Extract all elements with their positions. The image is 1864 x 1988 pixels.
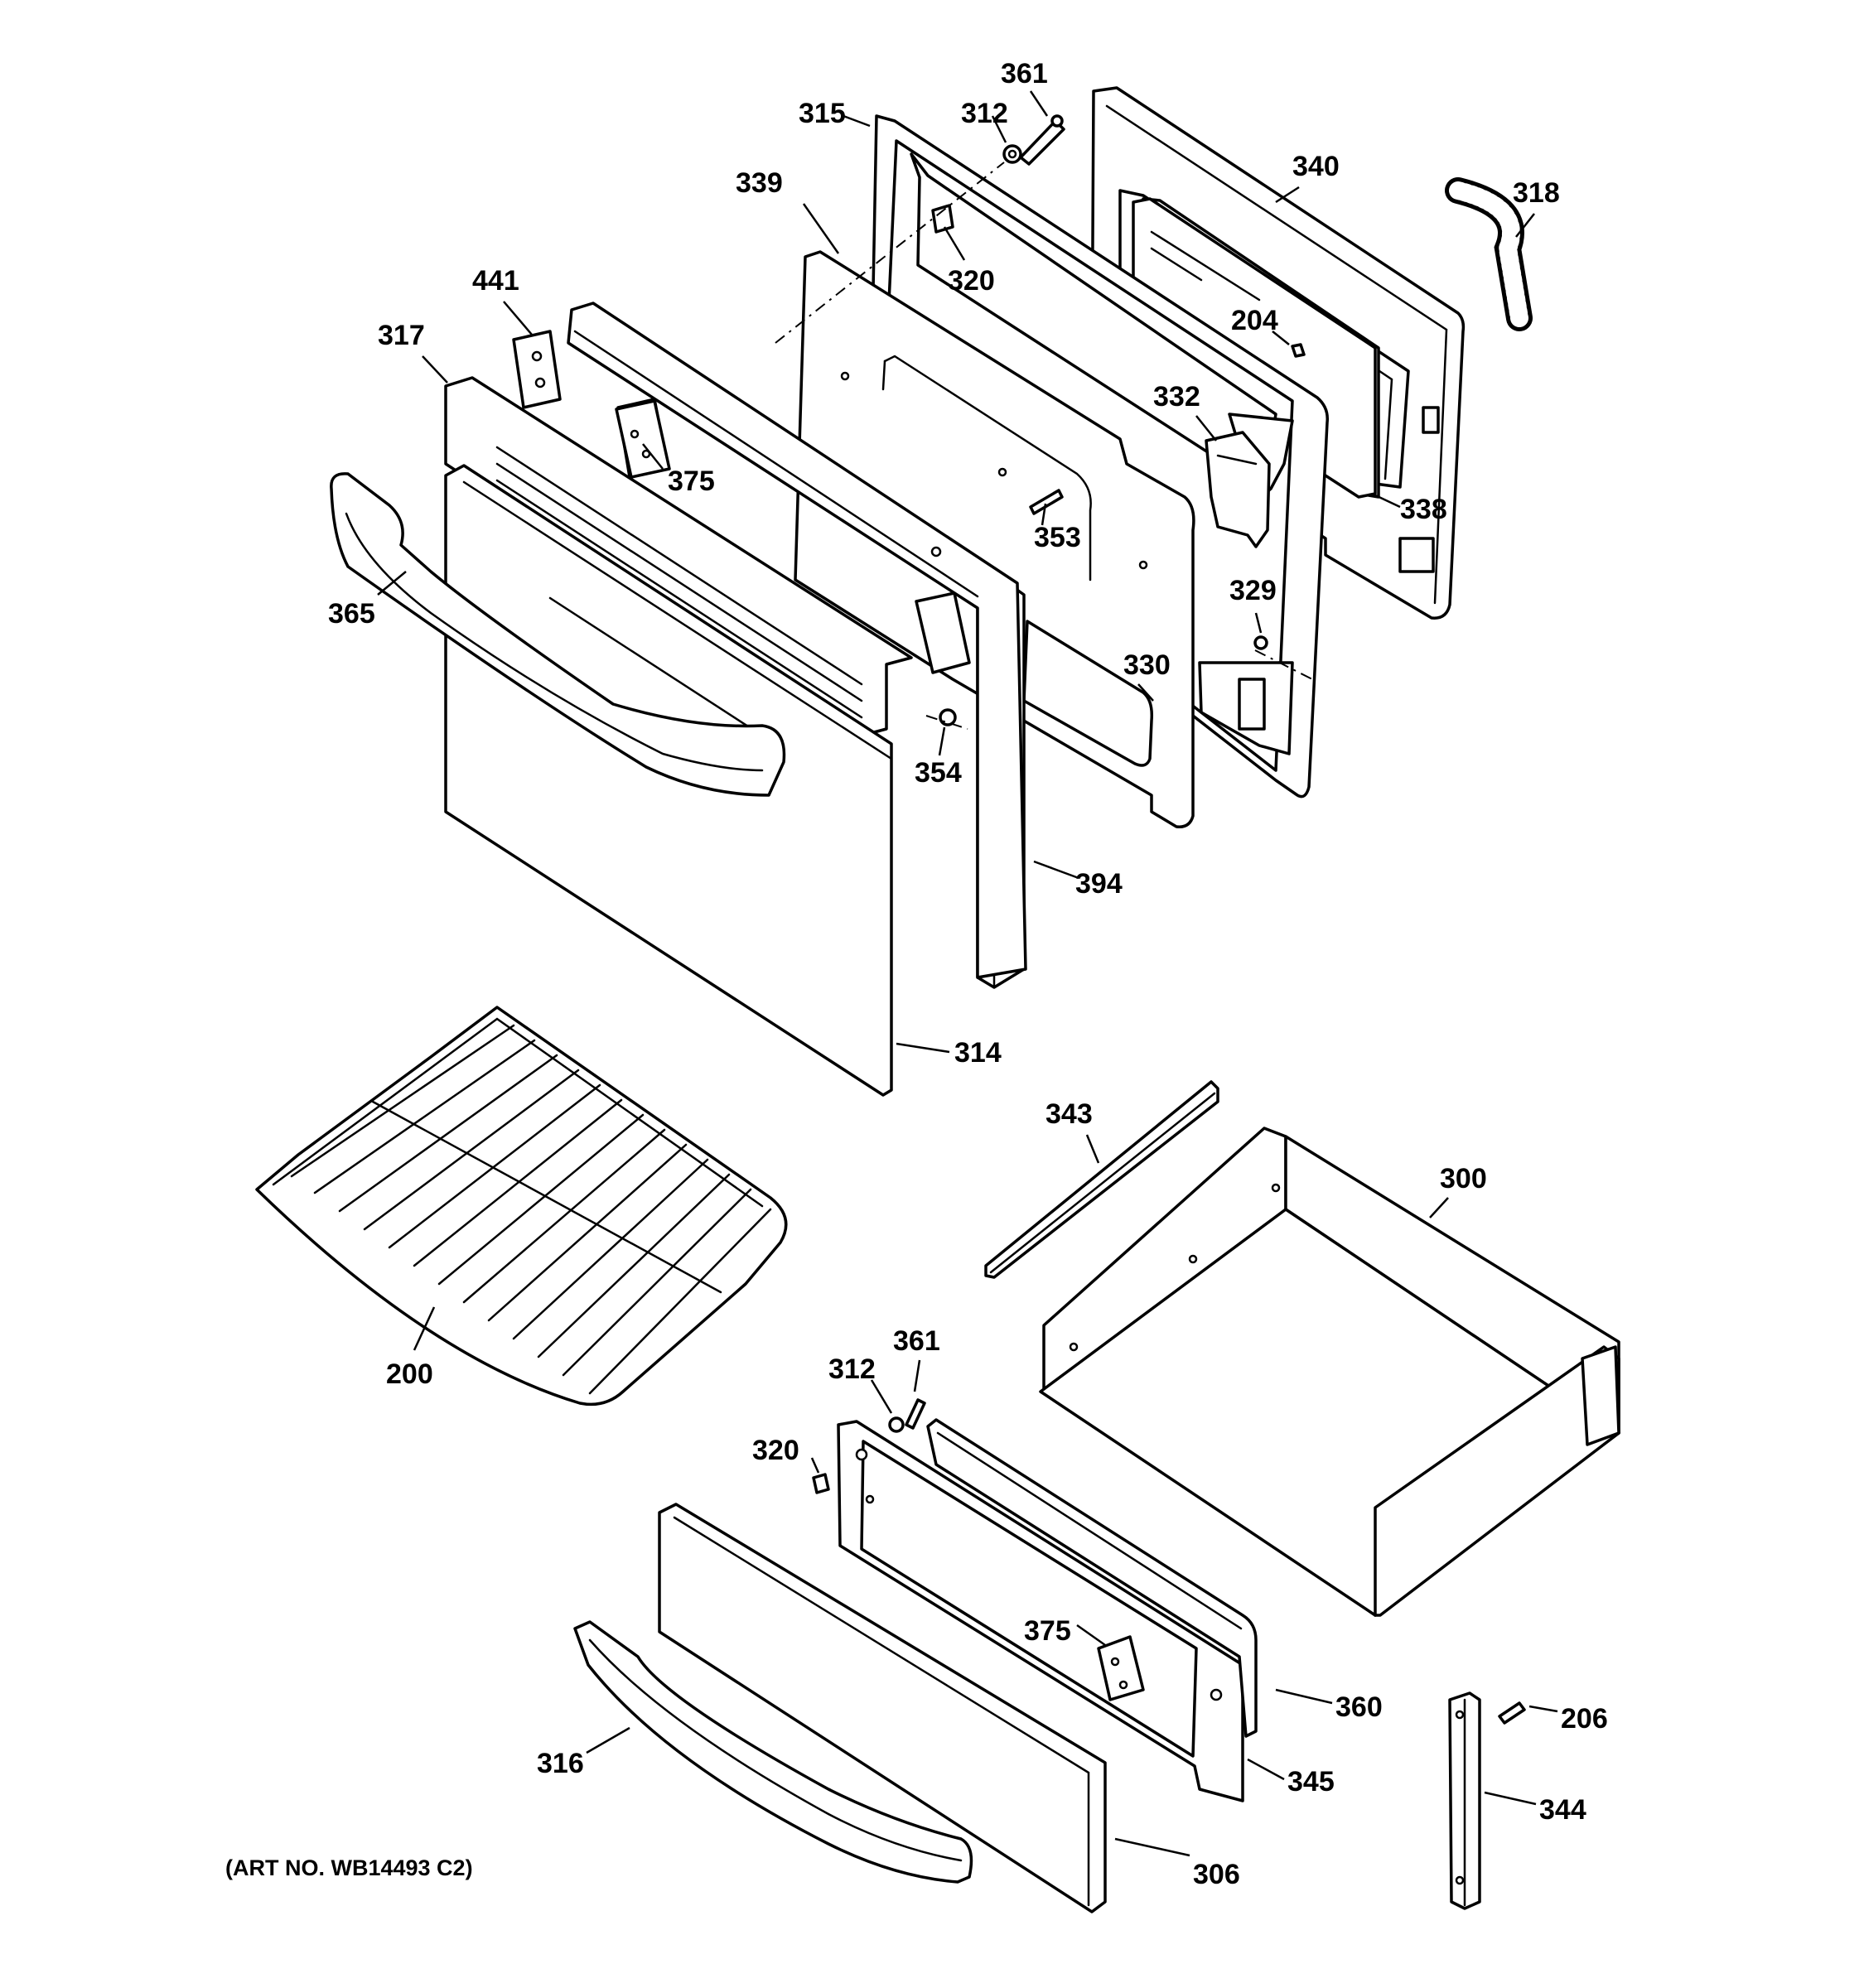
oven-rack-200 (255, 1006, 788, 1407)
label-317: 317 (378, 320, 425, 351)
label-360: 360 (1335, 1691, 1383, 1723)
label-204: 204 (1231, 305, 1278, 336)
part-labels: 361 315 312 339 340 318 320 441 317 204 … (225, 58, 1608, 1890)
clip-320-upper (931, 204, 954, 234)
hinge-bracket-375-lower (1097, 1635, 1145, 1701)
label-343: 343 (1045, 1098, 1093, 1130)
slide-rail-343 (984, 1080, 1219, 1279)
clip-320-lower (812, 1473, 830, 1494)
label-361-lower: 361 (893, 1325, 940, 1357)
washer-312-lower (888, 1416, 905, 1433)
screw-204 (1291, 343, 1306, 358)
label-338: 338 (1400, 494, 1447, 525)
door-gasket-318 (1445, 177, 1533, 331)
label-394: 394 (1075, 868, 1123, 900)
screw-361-lower (905, 1398, 926, 1430)
label-361: 361 (1001, 58, 1048, 89)
label-306: 306 (1193, 1859, 1240, 1890)
screw-206 (1498, 1701, 1526, 1725)
label-330: 330 (1123, 649, 1171, 681)
inner-liner-339 (794, 250, 1195, 828)
label-316: 316 (537, 1748, 584, 1779)
drawer-front-306 (658, 1503, 1107, 1913)
hinge-bracket-375-upper (615, 399, 671, 479)
door-handle-365 (330, 472, 786, 797)
assembly-guide-line (1254, 649, 1313, 680)
label-375: 375 (668, 466, 715, 497)
label-345: 345 (1287, 1766, 1335, 1797)
label-441: 441 (472, 265, 519, 297)
label-344: 344 (1539, 1794, 1586, 1826)
label-300: 300 (1440, 1163, 1487, 1194)
label-332: 332 (1153, 381, 1200, 413)
label-365: 365 (328, 598, 375, 630)
side-bracket-344 (1448, 1691, 1481, 1910)
label-329: 329 (1229, 575, 1277, 606)
hinge-bracket-441 (512, 330, 562, 409)
leader-lines (377, 90, 1558, 1857)
screw-354 (939, 708, 957, 726)
label-320-lower: 320 (752, 1435, 799, 1466)
screw-361-upper (1019, 114, 1065, 166)
drawer-box-300 (1039, 1127, 1620, 1617)
label-375-lower: 375 (1024, 1615, 1071, 1647)
label-312-lower: 312 (828, 1353, 876, 1385)
label-353: 353 (1034, 522, 1081, 553)
label-354: 354 (915, 757, 962, 789)
door-frame-317 (444, 302, 1027, 979)
label-206: 206 (1561, 1703, 1608, 1735)
label-315: 315 (799, 98, 846, 129)
bracket-332 (1205, 431, 1271, 548)
washer-312-upper (1002, 144, 1022, 164)
label-340: 340 (1292, 151, 1340, 182)
art-number-caption: (ART NO. WB14493 C2) (225, 1855, 473, 1880)
screw-353 (1029, 489, 1064, 515)
drawer-handle-316 (573, 1620, 973, 1884)
label-318: 318 (1513, 177, 1560, 209)
label-339: 339 (736, 167, 783, 199)
assembly-guide-line (925, 715, 968, 730)
drawer-liner-360 (926, 1418, 1258, 1738)
outer-door-314 (444, 464, 893, 1097)
label-312: 312 (961, 98, 1008, 129)
screw-329 (1253, 635, 1268, 650)
label-200: 200 (386, 1358, 433, 1390)
label-320: 320 (948, 265, 995, 297)
label-314: 314 (954, 1037, 1002, 1069)
